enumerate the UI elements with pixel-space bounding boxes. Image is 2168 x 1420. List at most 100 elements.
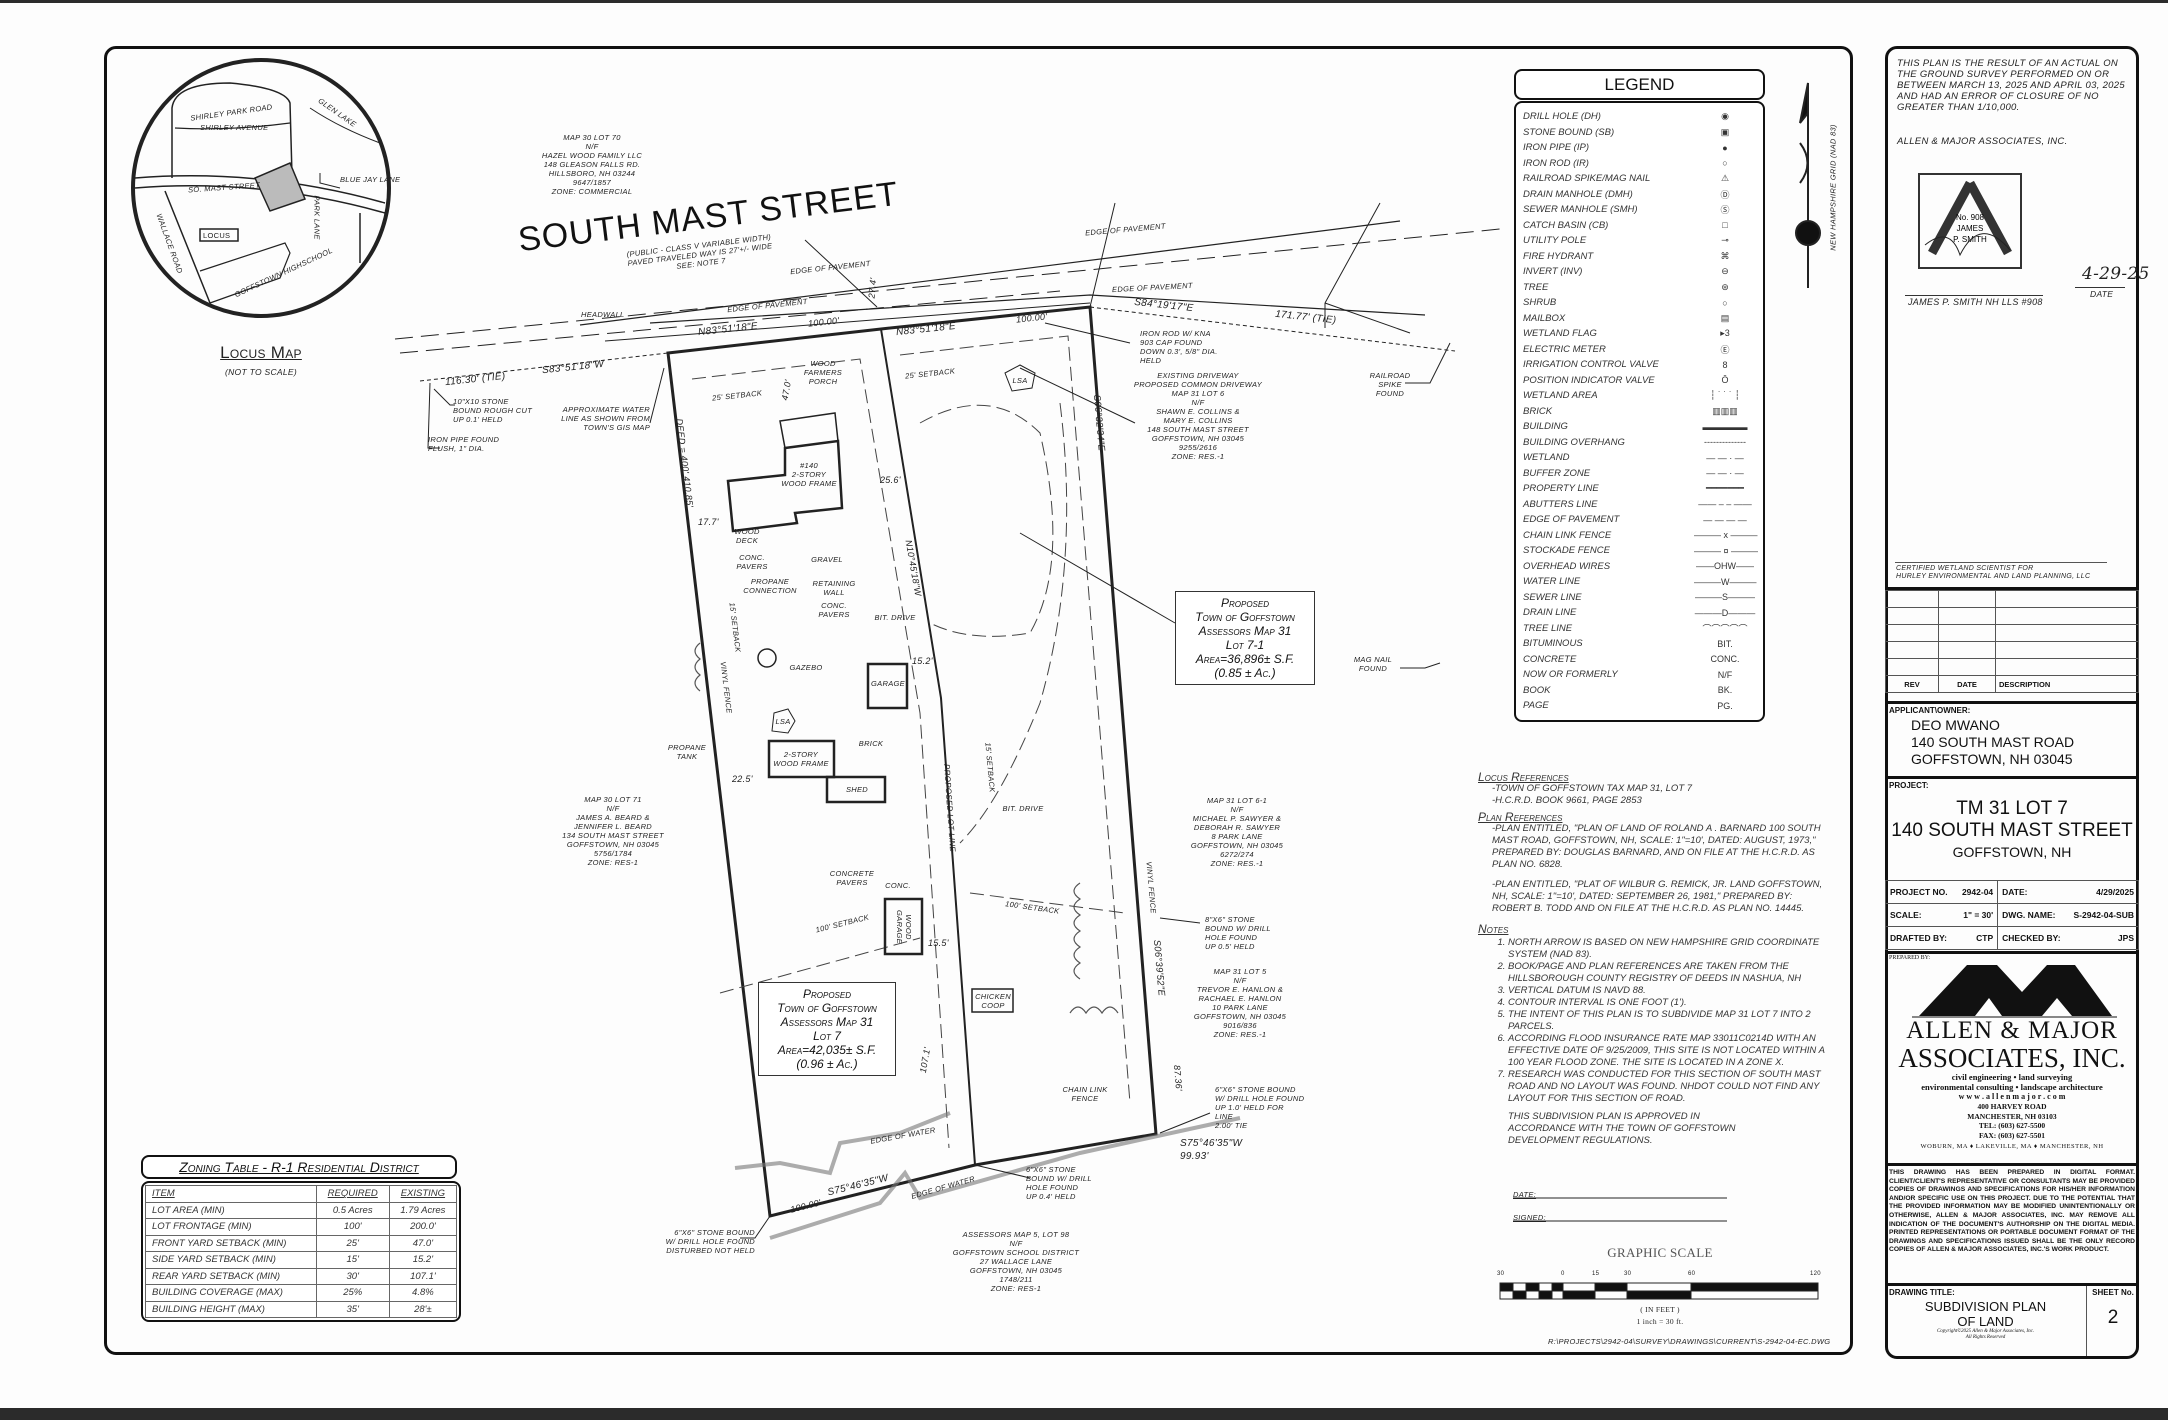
note-item: BOOK/PAGE AND PLAN REFERENCES ARE TAKEN …	[1508, 961, 1828, 985]
legend-label: IRON ROD (IR)	[1523, 157, 1589, 169]
zoning-cell: 0.5 Acres	[315, 1201, 390, 1219]
legend-item: IRON PIPE (IP)●	[1523, 140, 1756, 156]
wetland-scientist: CERTIFIED WETLAND SCIENTIST FOR HURLEY E…	[1896, 565, 2091, 580]
zoning-cell: BUILDING HEIGHT (MAX)	[145, 1300, 317, 1318]
tagline: civil engineering • land surveying	[1951, 1072, 2073, 1082]
zoning-row: REAR YARD SETBACK (MIN)30'107.1'	[145, 1267, 458, 1285]
legend-label: WATER LINE	[1523, 576, 1581, 588]
applicant-label: APPLICANT\OWNER:	[1889, 706, 1971, 715]
legend-label: EDGE OF PAVEMENT	[1523, 514, 1620, 526]
approval-statement: THIS SUBDIVISION PLAN IS APPROVED IN ACC…	[1508, 1111, 1736, 1146]
legend-symbol-icon: ———W———	[1694, 576, 1757, 587]
zoning-row: FRONT YARD SETBACK (MIN)25'47.0'	[145, 1234, 458, 1252]
feature-label: CHICKEN COOP	[975, 992, 1011, 1010]
locus-label: BLUE JAY LANE	[340, 175, 401, 184]
legend-symbol-icon: ⌒⌒⌒⌒⌒	[1702, 623, 1748, 634]
abutter-map30-lot71: MAP 30 LOT 71 N/F JAMES A. BEARD & JENNI…	[562, 795, 664, 867]
project-no: 2942-04	[1961, 887, 1994, 897]
zoning-cell: 25%	[315, 1284, 390, 1302]
legend-label: POSITION INDICATOR VALVE	[1523, 374, 1655, 386]
legend-symbol-icon: ⊛	[1721, 281, 1729, 292]
legend-item: PROPERTY LINE━━━━━━━	[1523, 481, 1756, 497]
legend-item: CHAIN LINK FENCE——— x ———	[1523, 528, 1758, 544]
locus-label: SHIRLEY AVENUE	[200, 123, 269, 132]
prepared-by-section: PREPARED BY: ALLEN & MAJOR ASSOCIATES, I…	[1885, 951, 2139, 1164]
website: w w w . a l l e n m a j o r . c o m	[1958, 1092, 2066, 1101]
feature-label: WOOD GARAGE	[895, 910, 913, 944]
dimension-label: 25.6'	[880, 475, 901, 485]
zoning-cell: 4.8%	[388, 1284, 458, 1302]
distance-label: 87.36'	[1171, 1064, 1185, 1092]
scale-tick: 60	[1688, 1271, 1696, 1277]
monument-note: APPROXIMATE WATER LINE AS SHOWN FROM TOW…	[561, 405, 650, 432]
feature-label: CONC.	[885, 881, 911, 890]
legend-symbol-icon: ⊖	[1721, 266, 1729, 277]
zoning-cell: 30'	[315, 1267, 390, 1285]
feature-label: CONC. PAVERS	[736, 553, 768, 571]
feature-label: GARAGE	[871, 679, 905, 688]
project-no-label: PROJECT NO.	[1890, 887, 1948, 897]
drawing-title-section: DRAWING TITLE: SUBDIVISION PLAN OF LAND …	[1885, 1283, 2139, 1356]
legend-symbol-icon: ———D———	[1694, 607, 1756, 618]
signature-lines	[1513, 1197, 1727, 1222]
dimension-label: 17.7'	[698, 517, 719, 527]
legend-symbol-icon: PG.	[1717, 700, 1733, 711]
legend-item: WETLAND AREA┆ ˙ ˙ ˙ ┆	[1523, 388, 1756, 404]
legend-item: BRICK▥▥▥	[1523, 404, 1756, 420]
legend-label: SEWER LINE	[1523, 591, 1582, 603]
legend-symbol-icon: ●	[1722, 142, 1728, 153]
applicant-info: DEO MWANO 140 SOUTH MAST ROAD GOFFSTOWN,…	[1885, 717, 2139, 768]
drafted-by: CTP	[1976, 933, 1994, 943]
company-name-1: ALLEN & MAJOR	[1906, 1017, 2118, 1044]
revision-header: DATE	[1938, 675, 1996, 693]
monument-note: 10"X10 STONE BOUND ROUGH CUT UP 0.1' HEL…	[453, 397, 533, 424]
zoning-cell: 15'	[315, 1251, 390, 1269]
date-field-label: DATE:	[1513, 1190, 1537, 1199]
zoning-row: LOT FRONTAGE (MIN)100'200.0'	[145, 1218, 458, 1236]
legend-item: BUILDING OVERHANG--------------	[1523, 435, 1756, 451]
zoning-cell: FRONT YARD SETBACK (MIN)	[145, 1234, 317, 1252]
legend-label: RAILROAD SPIKE/MAG NAIL	[1523, 173, 1651, 185]
zoning-cell: BUILDING COVERAGE (MAX)	[145, 1284, 317, 1302]
zoning-header: EXISTING	[388, 1185, 458, 1203]
revision-row	[1885, 607, 2139, 625]
scale-value: 1" = 30'	[1963, 910, 1994, 920]
applicant-address: 140 SOUTH MAST ROAD	[1911, 734, 2075, 750]
zoning-cell: 200.0'	[388, 1218, 458, 1236]
feature-label: CONCRETE PAVERS	[829, 869, 875, 887]
legend-symbol-icon: Ō	[1721, 375, 1729, 386]
legend-item: STOCKADE FENCE——— ¤ ———	[1523, 543, 1758, 559]
legend-label: MAILBOX	[1523, 312, 1566, 324]
feature-label: WOOD DECK	[734, 527, 760, 545]
legend-symbol-icon: --------------	[1704, 437, 1746, 448]
lot-7-1-label: Proposed Town of Goffstown Assessors Map…	[1175, 591, 1315, 685]
notes-title: Notes	[1478, 922, 1509, 936]
leader-lines	[427, 322, 1451, 1239]
buildings	[726, 364, 1036, 1013]
distance-label: 99.93'	[1180, 1151, 1209, 1162]
applicant-name: DEO MWANO	[1911, 717, 2000, 733]
legend-label: WETLAND	[1523, 452, 1570, 464]
feature-label: LSA	[775, 717, 791, 726]
scale-tick: 15	[1592, 1271, 1600, 1277]
feature-label: 2-STORY WOOD FRAME	[773, 750, 829, 768]
abutter-map31-lot5: MAP 31 LOT 5 N/F TREVOR E. HANLON & RACH…	[1193, 967, 1287, 1039]
legend-item: SEWER LINE———S———	[1523, 590, 1756, 606]
monument-note: 6"X6" STONE BOUND W/ DRILL HOLE FOUND DI…	[665, 1228, 755, 1255]
legend-symbol-icon: ▤	[1720, 312, 1730, 323]
legend-title: LEGEND	[1514, 69, 1765, 100]
legend-label: TREE LINE	[1523, 622, 1573, 634]
legend-item: ABUTTERS LINE—— – – ——	[1523, 497, 1756, 513]
legend-symbol-icon: 8	[1722, 359, 1728, 370]
signed-field-label: SIGNED:	[1513, 1213, 1546, 1222]
graphic-scale-title: GRAPHIC SCALE	[1607, 1245, 1713, 1260]
legend-item: DRAIN LINE———D———	[1523, 605, 1756, 621]
note-item: VERTICAL DATUM IS NAVD 88.	[1508, 985, 1828, 997]
locus-references-title: Locus References	[1478, 770, 1569, 784]
legend-symbol-icon: Ⓓ	[1720, 189, 1730, 200]
zoning-cell: 15.2'	[388, 1251, 458, 1269]
references-notes: Locus References -TOWN OF GOFFSTOWN TAX …	[1478, 771, 1828, 1147]
